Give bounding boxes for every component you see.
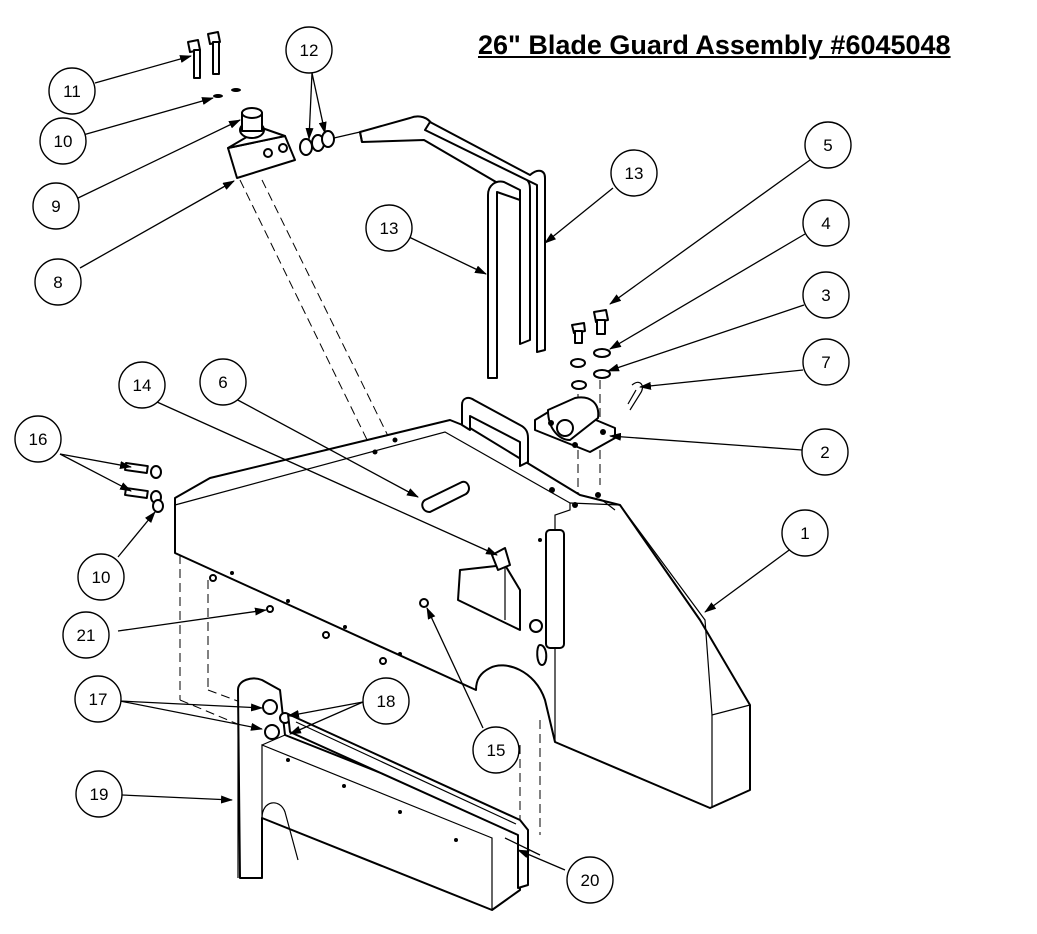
- callout-16: 16: [14, 415, 62, 463]
- rod-frame-part-13: [359, 115, 546, 379]
- callout-20-label: 20: [581, 871, 600, 890]
- callout-1: 1: [781, 509, 829, 557]
- bolts-and-washers-parts-3-4-5: [570, 309, 611, 390]
- callout-2-label: 2: [820, 443, 829, 462]
- rubber-strip-part-20: [287, 713, 541, 889]
- callout-2: 2: [801, 428, 849, 476]
- callout-11: 11: [48, 67, 96, 115]
- callout-21: 21: [62, 611, 110, 659]
- callout-19: 19: [75, 770, 123, 818]
- callout-6: 6: [199, 358, 247, 406]
- screw-part-15: [419, 598, 543, 633]
- callout-16-label: 16: [29, 430, 48, 449]
- callout-10-top: 10: [39, 117, 87, 165]
- callout-7: 7: [802, 338, 850, 386]
- callout-7-label: 7: [821, 353, 830, 372]
- callout-1-label: 1: [800, 524, 809, 543]
- callout-19-label: 19: [90, 785, 109, 804]
- callout-8: 8: [34, 258, 82, 306]
- callout-10-left: 10: [77, 553, 125, 601]
- leader-lines: [59, 55, 811, 871]
- guard-handle: [461, 396, 529, 467]
- guard-body-part-1: [174, 419, 751, 809]
- top-bolts-parts-10-11: [187, 31, 241, 98]
- callout-6-label: 6: [218, 373, 227, 392]
- callout-5-label: 5: [823, 136, 832, 155]
- adjuster-part-12: [299, 130, 361, 156]
- callout-17: 17: [74, 675, 122, 723]
- callout-10-top-label: 10: [54, 132, 73, 151]
- callout-5: 5: [804, 121, 852, 169]
- pin-part-6: [421, 480, 470, 513]
- callout-13-left-label: 13: [380, 219, 399, 238]
- callout-14: 14: [118, 361, 166, 409]
- hinge-bracket-part-2: [534, 396, 616, 453]
- lower-guard-part-19: [237, 677, 521, 911]
- callout-9: 9: [32, 182, 80, 230]
- callout-15-label: 15: [487, 741, 506, 760]
- callout-12: 12: [285, 26, 333, 74]
- knob-part-9: [239, 107, 265, 139]
- callout-3: 3: [802, 271, 850, 319]
- callout-10-left-label: 10: [92, 568, 111, 587]
- callout-17-label: 17: [89, 690, 108, 709]
- callout-20: 20: [566, 856, 614, 904]
- callout-15: 15: [472, 726, 520, 774]
- callout-18-label: 18: [377, 692, 396, 711]
- screws-part-21: [209, 574, 387, 665]
- callout-18: 18: [362, 677, 410, 725]
- side-bolts-part-16: [124, 462, 164, 513]
- callout-11-label: 11: [63, 82, 81, 101]
- callout-13-right-label: 13: [625, 164, 644, 183]
- callout-13-right: 13: [610, 149, 658, 197]
- callout-4-label: 4: [821, 214, 830, 233]
- callout-9-label: 9: [51, 197, 60, 216]
- callout-4: 4: [802, 199, 850, 247]
- callout-12-label: 12: [300, 41, 319, 60]
- callout-14-label: 14: [133, 376, 152, 395]
- callout-21-label: 21: [77, 626, 96, 645]
- callout-3-label: 3: [821, 286, 830, 305]
- callout-8-label: 8: [53, 273, 62, 292]
- diagram-title: 26" Blade Guard Assembly #6045048: [478, 30, 951, 60]
- callout-13-left: 13: [365, 204, 413, 252]
